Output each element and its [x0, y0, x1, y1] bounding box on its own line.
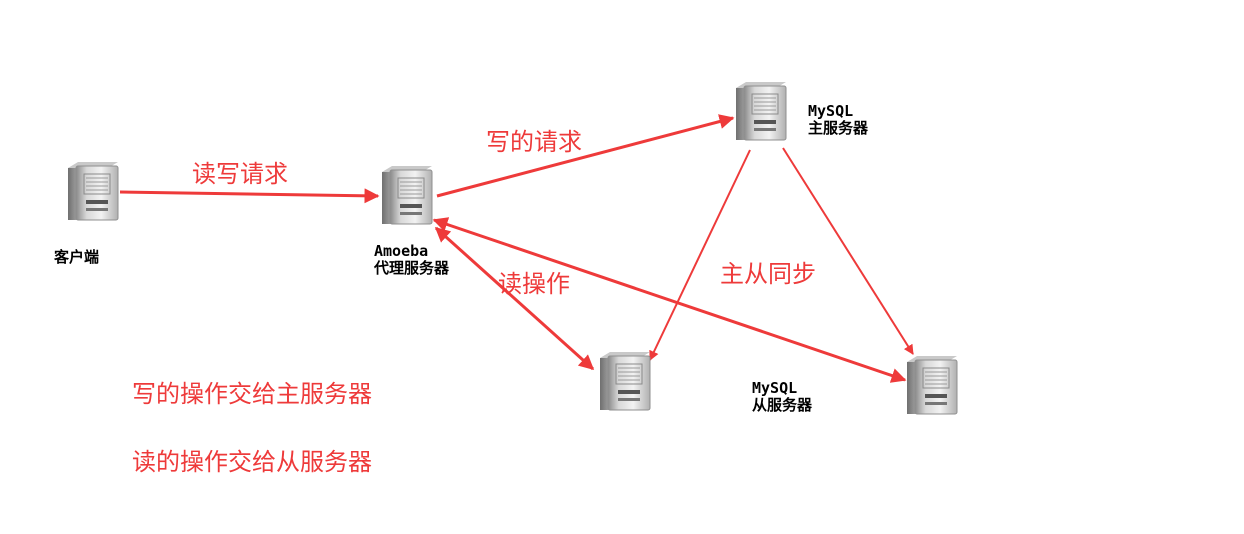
master-label: MySQL 主服务器	[808, 103, 868, 137]
client-server-icon	[67, 161, 119, 221]
slave1-server-icon	[599, 351, 651, 411]
proxy-label: Amoeba 代理服务器	[374, 243, 449, 277]
note-write: 写的操作交给主服务器	[132, 380, 372, 408]
slave-label-line1: MySQL	[752, 379, 798, 397]
proxy-label-line1: Amoeba	[374, 242, 429, 260]
edge-label-sync: 主从同步	[720, 260, 816, 288]
slave-label: MySQL 从服务器	[752, 380, 812, 414]
master-label-line2: 主服务器	[808, 119, 869, 137]
edge-master-to-slave1	[649, 149, 751, 361]
edge-proxy-to-master	[436, 114, 735, 198]
master-server-icon	[735, 81, 787, 141]
edge-label-read-op: 读操作	[498, 270, 570, 298]
master-label-line1: MySQL	[808, 102, 854, 120]
edge-master-to-slave2	[782, 147, 914, 355]
proxy-server-icon	[381, 165, 433, 225]
note-read: 读的操作交给从服务器	[132, 448, 372, 476]
slave2-server-icon	[906, 355, 958, 415]
edge-client-to-proxy	[119, 188, 380, 204]
client-label-text: 客户端	[54, 248, 100, 266]
edge-label-write-request: 写的请求	[486, 128, 582, 156]
client-label: 客户端	[54, 249, 99, 266]
edge-proxy-slave2	[432, 217, 907, 383]
proxy-label-line2: 代理服务器	[374, 259, 450, 277]
slave-label-line2: 从服务器	[752, 396, 813, 414]
edge-label-rw-request: 读写请求	[192, 160, 288, 188]
